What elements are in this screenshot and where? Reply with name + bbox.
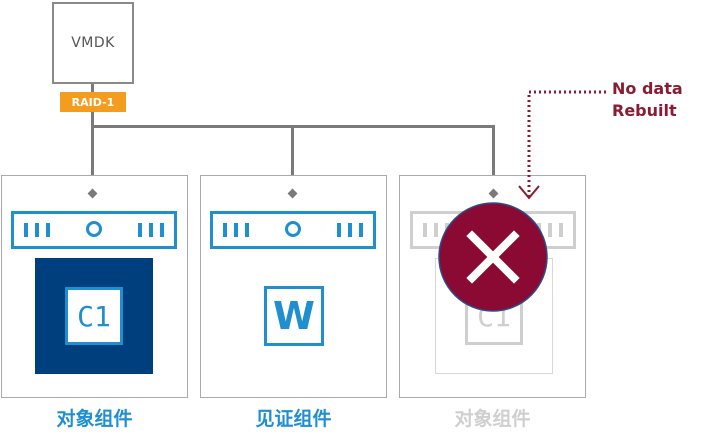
- server-light: [285, 221, 301, 237]
- server-bars-left: [24, 223, 50, 237]
- server-light: [86, 221, 102, 237]
- raid-label: RAID-1: [71, 95, 115, 109]
- connector-host-3: [492, 125, 495, 192]
- connector-vmdk-raid: [91, 84, 94, 92]
- note-line-1: No data: [612, 79, 683, 98]
- object-component-block: C1: [35, 258, 153, 374]
- vmdk-label: VMDK: [71, 35, 115, 51]
- witness-component-chip: W: [264, 286, 324, 346]
- dotted-arrow-icon: [518, 90, 606, 200]
- component-chip: C1: [65, 287, 123, 345]
- host-caption: 对象组件: [454, 408, 531, 430]
- server-icon: [11, 211, 177, 249]
- component-label: W: [273, 294, 315, 338]
- component-label: C1: [77, 299, 111, 333]
- connector-host-2: [291, 125, 294, 192]
- rebuild-note: No data Rebuilt: [612, 78, 683, 122]
- host-caption: 对象组件: [56, 408, 133, 430]
- raid-badge: RAID-1: [60, 92, 126, 112]
- server-bars-left: [223, 223, 249, 237]
- x-mark-icon: [438, 202, 548, 312]
- vmdk-box: VMDK: [52, 2, 134, 84]
- note-line-2: Rebuilt: [612, 101, 677, 120]
- server-bars-right: [337, 223, 363, 237]
- server-bars-right: [138, 223, 164, 237]
- server-icon: [210, 211, 376, 249]
- host-caption: 见证组件: [255, 408, 332, 430]
- connector-trunk: [91, 112, 94, 192]
